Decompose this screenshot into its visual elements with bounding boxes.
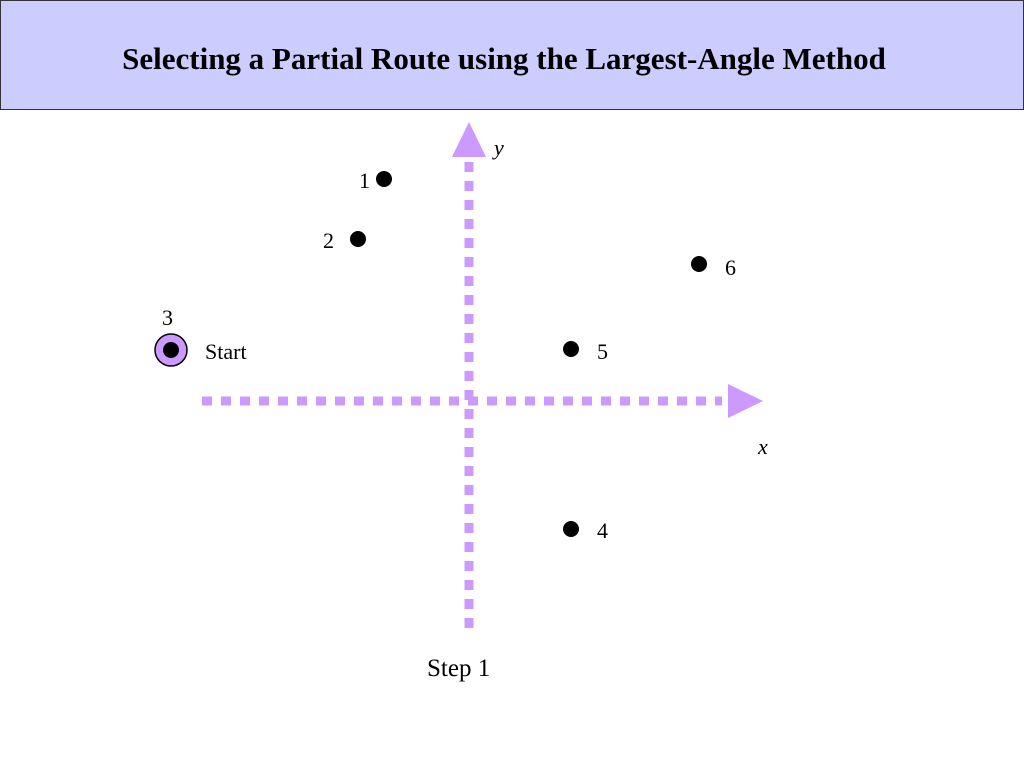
slide-title: Selecting a Partial Route using the Larg…: [122, 41, 886, 76]
y-axis-label: y: [492, 135, 504, 160]
point-1-label: 1: [359, 168, 370, 193]
point-2-label: 2: [323, 228, 334, 253]
x-axis-arrowhead: [728, 384, 763, 418]
step-label: Step 1: [427, 655, 490, 682]
point-2-dot: [350, 231, 366, 247]
y-axis-arrowhead: [452, 122, 486, 157]
point-5-dot: [563, 341, 579, 357]
title-bar: Selecting a Partial Route using the Larg…: [0, 0, 1024, 110]
point-6-label: 6: [725, 255, 736, 280]
point-1-dot: [376, 171, 392, 187]
point-4-dot: [563, 521, 579, 537]
point-6-dot: [691, 256, 707, 272]
start-label: Start: [205, 339, 247, 364]
point-5-label: 5: [597, 339, 608, 364]
point-4-label: 4: [597, 518, 608, 543]
point-3-dot: [163, 342, 179, 358]
x-axis-label: x: [757, 434, 768, 459]
point-3-label: 3: [162, 305, 173, 330]
